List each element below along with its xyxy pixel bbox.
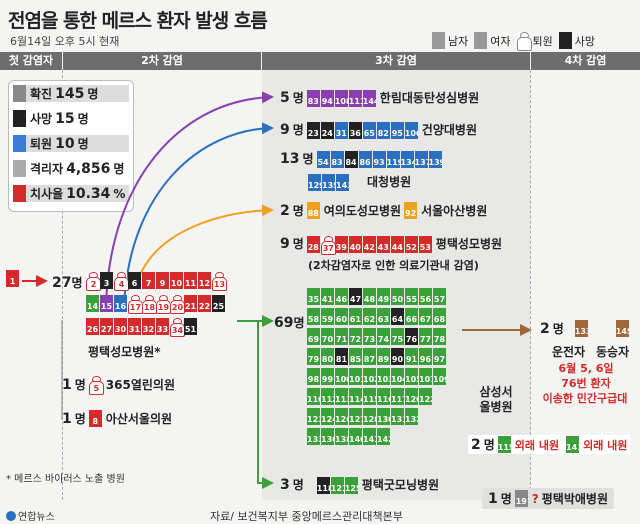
third-daecheong: 13명 5483848693119134137139 — [280, 150, 442, 168]
source: 자료/ 보건복지부 중앙메르스관리대책본부 — [210, 510, 403, 523]
third-hallym: 5명 8394108111144 한림대동탄성심병원 — [280, 89, 480, 107]
samsung-label: 삼성서울병원 — [479, 385, 513, 414]
logo-icon — [6, 510, 16, 521]
stage-fourth: 4차 감염 — [531, 52, 640, 70]
legend-discharged: 퇴원 — [532, 34, 553, 48]
third-daecheong-row2: 129135143 대청병원 — [308, 174, 412, 191]
female-icon — [474, 32, 488, 49]
legend-female: 여자 — [490, 34, 511, 48]
third-samsung-count: 69명 — [274, 315, 305, 331]
patient-zero: 1 — [6, 268, 20, 287]
footnote: * 메르스 바이러스 노출 병원 — [6, 474, 125, 485]
stage-second: 2차 감염 — [63, 52, 261, 70]
samsung-row: 110112113114115116117120122 — [307, 386, 467, 406]
third-stage-area — [262, 70, 530, 500]
fourth-role-passenger: 동승자 — [596, 345, 630, 359]
death-icon — [558, 32, 572, 49]
legend-male: 남자 — [448, 34, 469, 48]
divider — [530, 70, 531, 500]
outpatient-row: 2명 115 외래 내원 141 외래 내원 — [468, 435, 631, 454]
samsung-row: 9899100101102103104105107109 — [307, 366, 467, 386]
third-pyeongtaek-note: (2차감염자로 인한 의료기관내 감염) — [308, 259, 479, 272]
page-subtitle: 6월14일 오후 5시 현재 — [10, 35, 120, 48]
fourth-desc-1: 6월 5, 6일 — [558, 362, 614, 375]
samsung-row: 133136138140141142 — [307, 426, 467, 446]
legend: 남자 여자 퇴원 사망 — [432, 32, 595, 51]
fourth-stage: 2명 133 145 — [540, 320, 629, 337]
page-title: 전염을 통한 메르스 환자 발생 흐름 — [8, 10, 268, 32]
arrow-to-konyang — [123, 122, 274, 306]
third-goodmorning: 3명 118121125 평택굿모닝병원 — [280, 476, 440, 494]
arrow-to-yeouido — [139, 204, 274, 276]
patient-zero-count: 27명 — [52, 275, 83, 291]
fourth-desc-3: 이송한 민간구급대 — [542, 392, 628, 405]
legend-death: 사망 — [574, 34, 595, 48]
male-icon — [432, 32, 445, 49]
stage-third: 3차 감염 — [262, 52, 530, 70]
samsung-row: 123124126127128130131132 — [307, 406, 467, 426]
discharged-icon — [516, 32, 532, 51]
arrow-to-goodmorning — [257, 321, 274, 489]
arrow-to-hallym — [105, 91, 274, 306]
divider — [62, 70, 63, 500]
logo: 연합뉴스 — [6, 508, 55, 523]
stage-first: 첫 감염자 — [0, 52, 62, 70]
second-hospital-label: 평택성모병원* — [88, 345, 161, 359]
fourth-desc-2: 76번 환자 — [561, 377, 611, 390]
third-konyang: 9명 23243136658295106 건양대병원 — [280, 121, 477, 139]
fourth-role-driver: 운전자 — [552, 345, 586, 359]
